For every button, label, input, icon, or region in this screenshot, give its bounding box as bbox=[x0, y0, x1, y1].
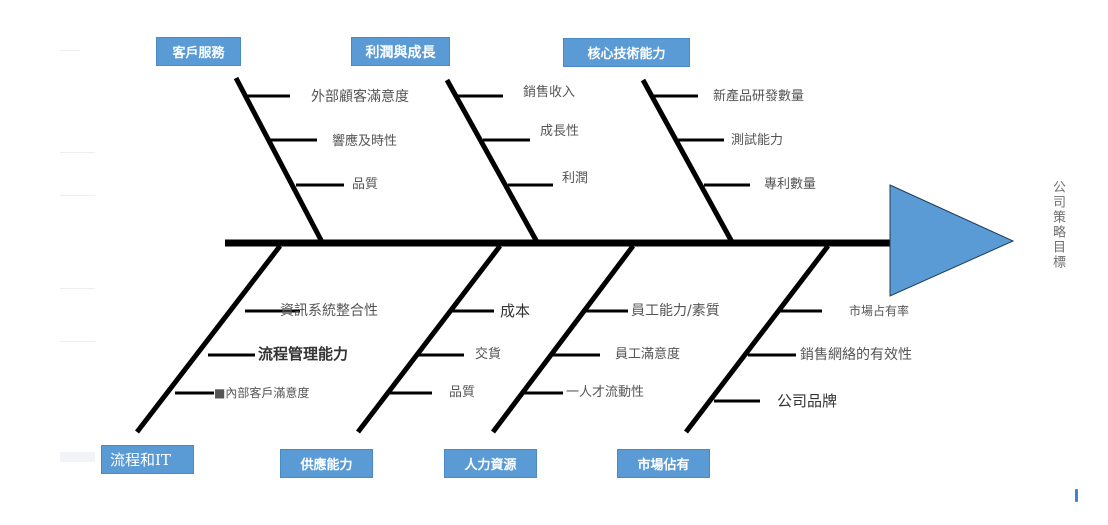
cause-label: 外部顧客滿意度 bbox=[311, 89, 409, 105]
cause-label: 品質 bbox=[449, 385, 476, 400]
cause-label: 資訊系統整合性 bbox=[280, 303, 378, 319]
ghost-artifact bbox=[60, 341, 95, 342]
cause-label: 新產品研發數量 bbox=[713, 89, 805, 104]
cause-label: 一人才流動性 bbox=[566, 385, 645, 400]
cause-label: ■內部客戶滿意度 bbox=[214, 386, 310, 400]
cause-label: 專利數量 bbox=[764, 177, 817, 192]
goal-arrow-head bbox=[889, 184, 1015, 297]
bone-profit-growth bbox=[444, 78, 540, 244]
cause-label: 市場占有率 bbox=[849, 304, 910, 318]
ghost-artifact bbox=[60, 195, 95, 196]
cause-label: 成本 bbox=[500, 302, 531, 320]
ghost-artifact bbox=[60, 452, 95, 462]
cause-label: 成長性 bbox=[540, 124, 580, 139]
ghost-artifact bbox=[60, 152, 95, 153]
cause-label: 測試能力 bbox=[731, 133, 784, 148]
bone-hr bbox=[491, 244, 635, 434]
cause-label: 利潤 bbox=[562, 171, 589, 186]
bone-market-share bbox=[684, 244, 830, 434]
category-box-customer-service: 客戶服務 bbox=[156, 37, 241, 66]
bone-supply bbox=[356, 244, 502, 434]
goal-label: 公司策略目標 bbox=[1050, 180, 1065, 270]
ghost-artifact bbox=[60, 50, 80, 51]
category-box-supply: 供應能力 bbox=[280, 449, 373, 478]
category-box-hr: 人力資源 bbox=[444, 449, 537, 478]
category-box-profit-growth: 利潤與成長 bbox=[351, 37, 450, 66]
cause-label: 銷售收入 bbox=[523, 85, 576, 100]
cause-label: 流程管理能力 bbox=[258, 345, 349, 363]
ghost-artifact bbox=[60, 288, 95, 289]
cause-label: 交貨 bbox=[475, 347, 502, 362]
cause-label: 響應及時性 bbox=[332, 134, 398, 149]
bone-process-it bbox=[135, 244, 282, 434]
cause-label: 員工能力/素質 bbox=[631, 303, 720, 319]
cause-label: 銷售網絡的有效性 bbox=[800, 347, 912, 363]
cause-label: 品質 bbox=[352, 177, 379, 192]
category-box-process-it: 流程和IT bbox=[101, 445, 194, 474]
category-box-market-share: 市場佔有 bbox=[617, 449, 710, 478]
cursor-mark bbox=[1075, 489, 1078, 502]
category-box-core-tech: 核心技術能力 bbox=[563, 38, 690, 67]
bone-customer-service bbox=[233, 76, 325, 244]
bone-core-tech bbox=[640, 78, 735, 244]
cause-label: 公司品牌 bbox=[777, 392, 838, 410]
cause-label: 員工滿意度 bbox=[615, 347, 681, 362]
